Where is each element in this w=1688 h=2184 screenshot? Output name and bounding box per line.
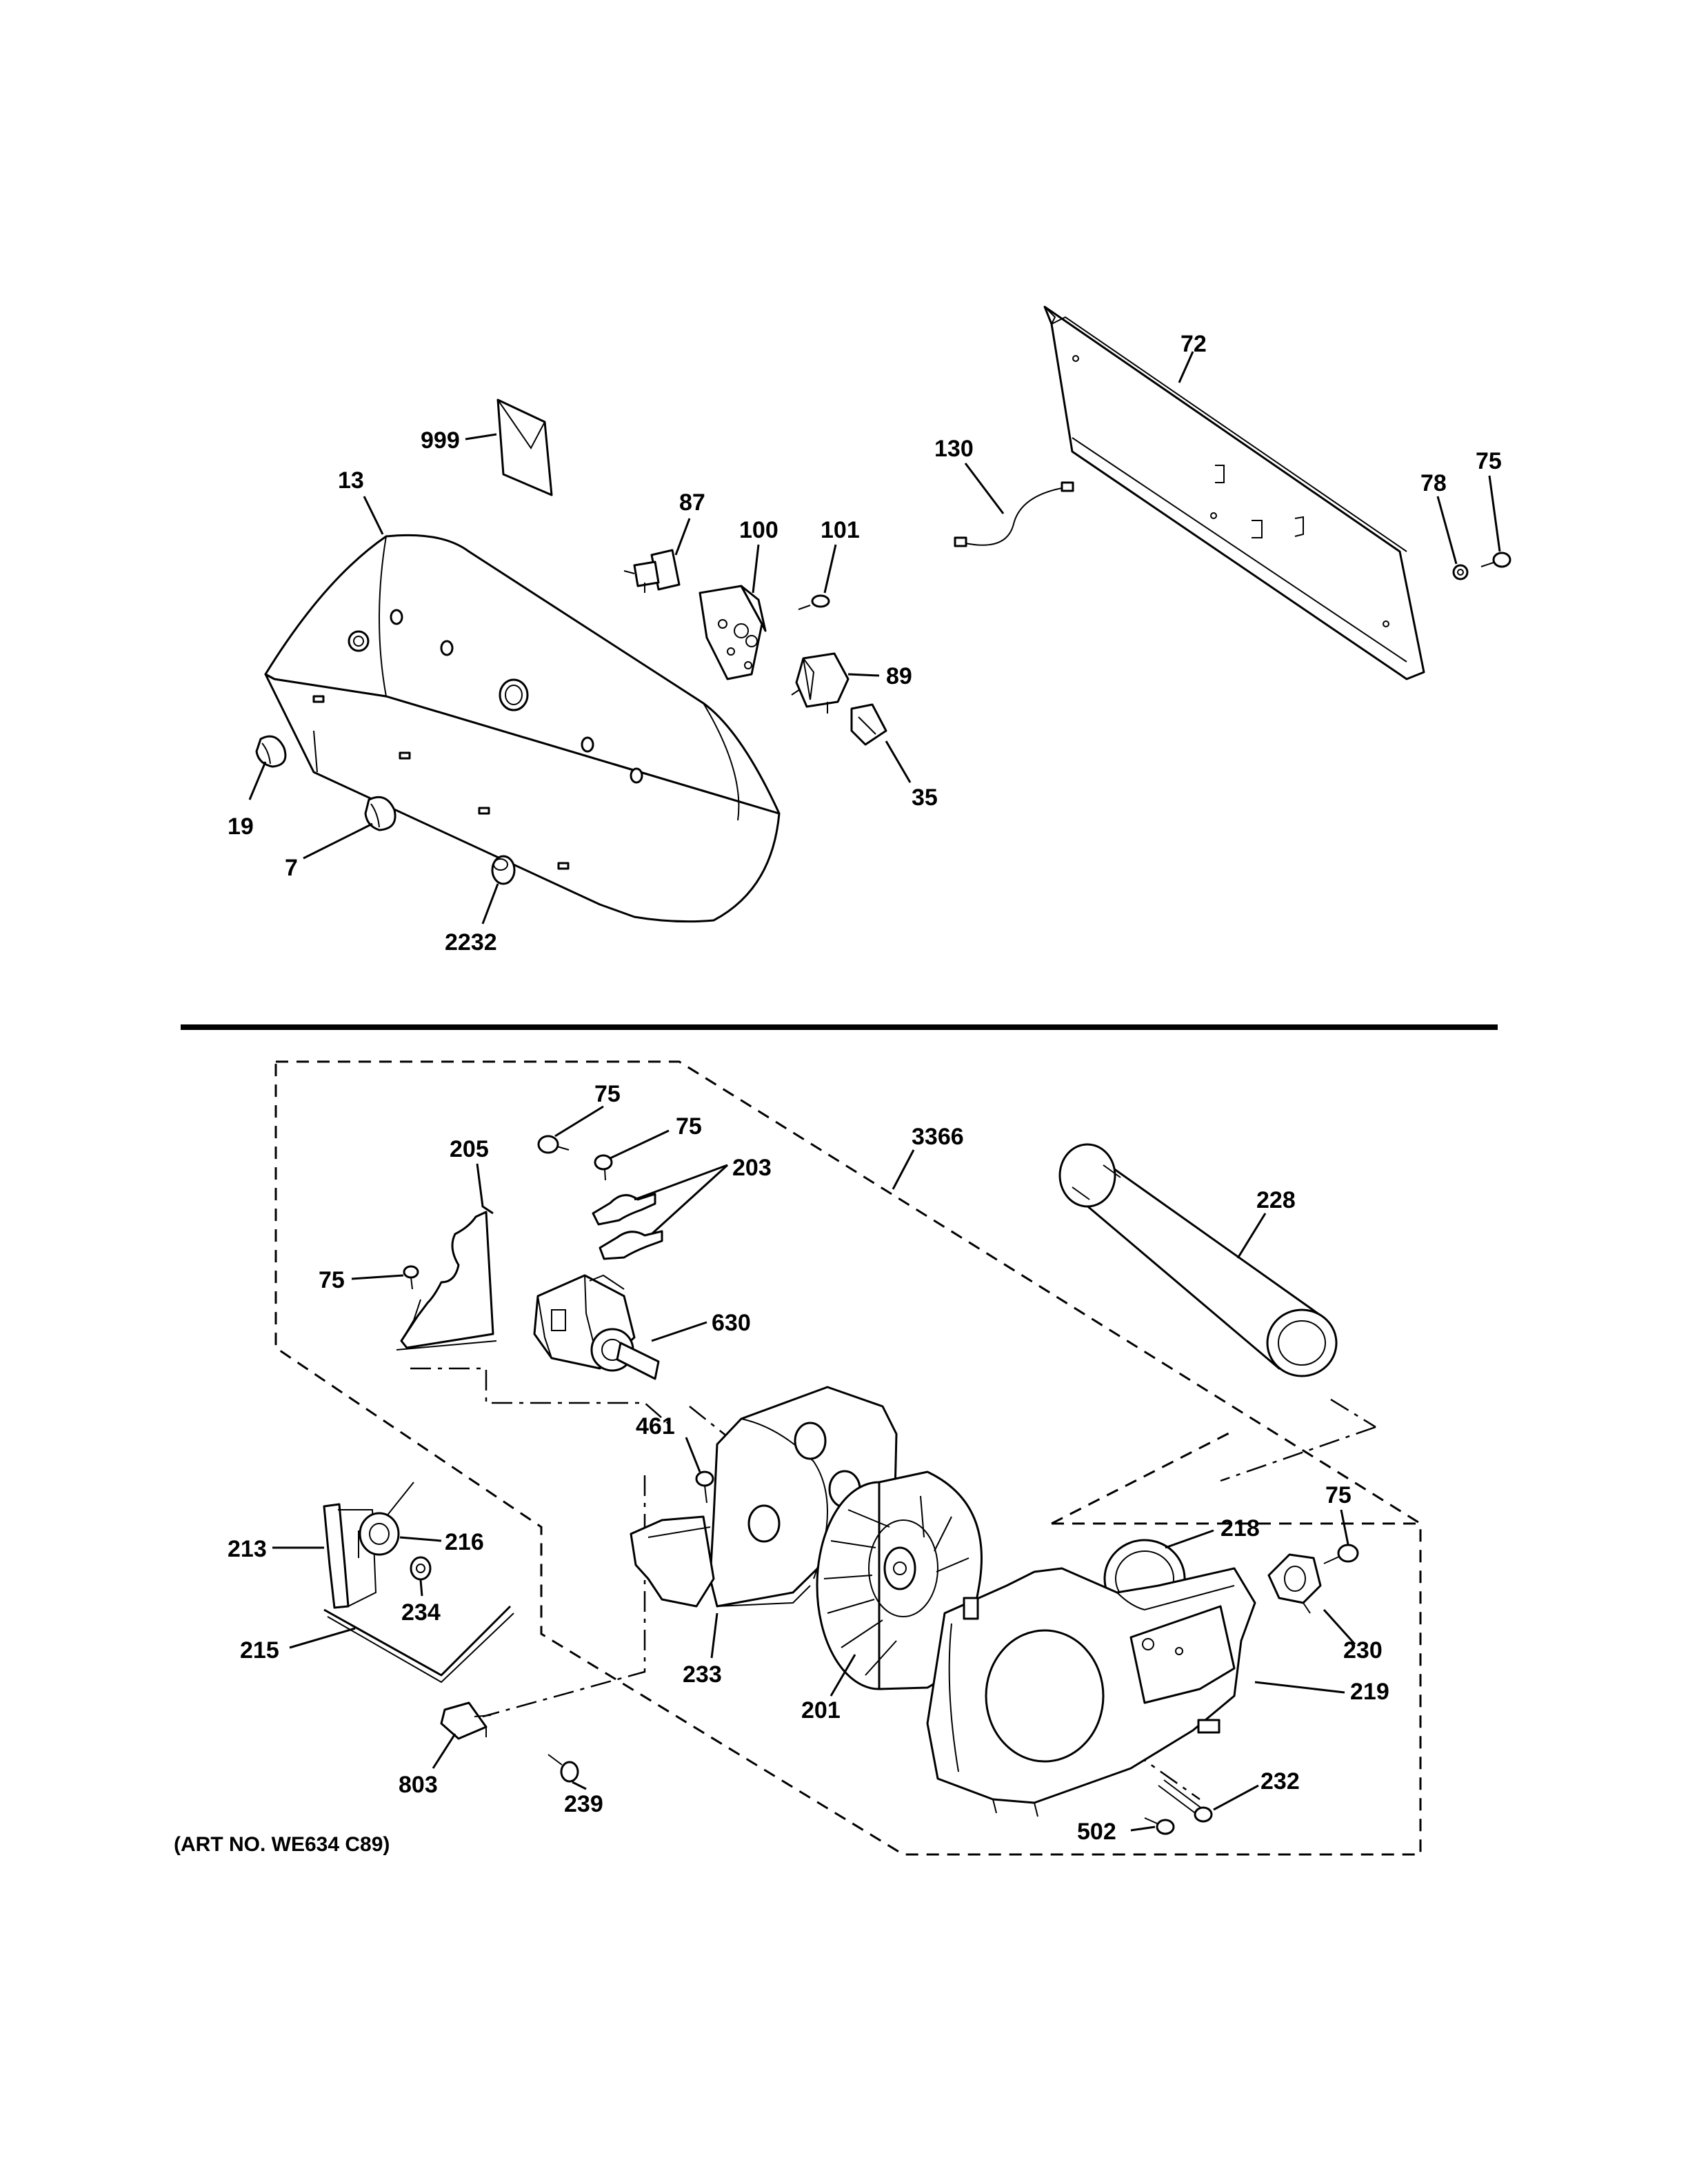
part-228-duct [1058, 1143, 1338, 1377]
part-75-screw-upper-a [537, 1135, 570, 1154]
part-239-screw [547, 1754, 579, 1783]
part-999-envelope [496, 398, 553, 496]
part-219-blower-housing [926, 1567, 1256, 1817]
label-101: 101 [821, 517, 860, 543]
label-35: 35 [912, 785, 938, 811]
part-75-screw-top [1480, 552, 1511, 568]
label-233: 233 [683, 1661, 722, 1688]
label-75-bracket: 75 [319, 1267, 345, 1293]
part-2232-button [491, 855, 516, 885]
label-216: 216 [445, 1529, 484, 1555]
part-78-washer [1452, 564, 1469, 580]
label-205: 205 [450, 1136, 489, 1162]
part-215-rod [323, 1605, 514, 1684]
art-number: (ART NO. WE634 C89) [174, 1833, 390, 1856]
label-215: 215 [240, 1637, 279, 1664]
top-leader-lines [248, 351, 1501, 924]
part-205-bracket [396, 1211, 497, 1351]
label-232: 232 [1260, 1768, 1300, 1794]
part-461-screw [695, 1470, 714, 1504]
label-75-right: 75 [1325, 1482, 1352, 1508]
label-239: 239 [564, 1791, 603, 1817]
part-19-knob [255, 735, 287, 768]
part-630-motor [533, 1274, 660, 1380]
part-75-screw-bracket [403, 1265, 419, 1290]
label-234: 234 [401, 1599, 441, 1626]
label-13: 13 [338, 467, 364, 494]
label-89: 89 [886, 663, 912, 689]
label-78: 78 [1420, 470, 1447, 496]
label-201: 201 [801, 1697, 841, 1723]
label-803: 803 [399, 1772, 438, 1798]
part-75-screw-upper-b [594, 1154, 613, 1181]
callout-labels: 999 13 87 100 101 130 72 78 75 89 35 19 … [174, 331, 1502, 1856]
part-233-housing [630, 1386, 898, 1608]
part-75-screw-right [1323, 1544, 1359, 1564]
part-216-pulley [358, 1512, 400, 1558]
part-502-screw [1144, 1817, 1175, 1835]
label-203: 203 [732, 1155, 772, 1181]
label-213: 213 [228, 1536, 267, 1562]
label-19: 19 [228, 813, 254, 840]
label-630: 630 [712, 1310, 751, 1336]
part-100-timer [699, 585, 767, 680]
label-461: 461 [636, 1413, 675, 1439]
label-75-upper-a: 75 [594, 1081, 621, 1107]
label-502: 502 [1077, 1819, 1116, 1845]
part-35-switch [850, 703, 887, 746]
part-232-long-screw [1158, 1779, 1213, 1823]
label-87: 87 [679, 489, 705, 516]
label-7: 7 [285, 855, 298, 881]
part-203-clips [592, 1193, 663, 1260]
part-234-washer [410, 1556, 432, 1581]
label-2232: 2232 [445, 929, 497, 956]
part-130-wire-harness [954, 481, 1074, 547]
part-803-switch [440, 1701, 492, 1740]
label-3366: 3366 [912, 1124, 964, 1150]
label-230: 230 [1343, 1637, 1383, 1664]
label-75-upper-b: 75 [676, 1113, 702, 1140]
label-100: 100 [739, 517, 778, 543]
part-230-thermostat [1267, 1553, 1322, 1614]
assembly-3366-boundary [274, 1060, 1422, 1856]
part-13-control-panel [264, 534, 781, 923]
label-75-top: 75 [1476, 448, 1502, 474]
label-72: 72 [1180, 331, 1207, 357]
bottom-leader-lines [272, 1105, 1356, 1832]
label-219: 219 [1350, 1679, 1389, 1705]
part-87-switch [623, 549, 681, 593]
label-228: 228 [1256, 1187, 1296, 1213]
part-7-knob [364, 796, 396, 831]
label-130: 130 [934, 436, 974, 462]
part-89-switch [791, 652, 850, 714]
part-72-back-panel [1043, 305, 1425, 680]
label-999: 999 [421, 427, 460, 454]
label-218: 218 [1220, 1515, 1260, 1541]
part-101-screw [798, 594, 830, 610]
